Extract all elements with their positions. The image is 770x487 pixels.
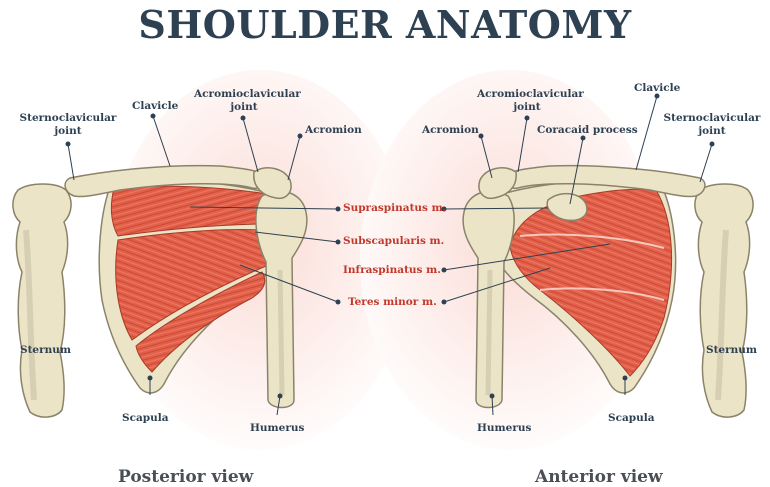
label-anterior-acromioclavicular-joint: Acromioclavicular joint: [477, 88, 577, 114]
label-posterior-humerus: Humerus: [250, 422, 304, 435]
label-subscapularis: Subscapularis m.: [343, 235, 444, 248]
label-posterior-sternoclavicular-joint: Sternoclavicular joint: [18, 112, 118, 138]
label-anterior-sternoclavicular-joint: Sternoclavicular joint: [662, 112, 762, 138]
label-anterior-sternum: Sternum: [706, 344, 757, 357]
label-anterior-humerus: Humerus: [477, 422, 531, 435]
label-supraspinatus: Supraspinatus m.: [343, 202, 446, 215]
label-line: Sternoclavicular: [18, 112, 118, 125]
label-posterior-scapula: Scapula: [122, 412, 169, 425]
label-line: Acromioclavicular: [477, 88, 577, 101]
label-anterior-clavicle: Clavicle: [634, 82, 680, 95]
label-line: joint: [477, 101, 577, 114]
label-teres-minor: Teres minor m.: [348, 296, 437, 309]
label-line: joint: [18, 125, 118, 138]
posterior-view-label: Posterior view: [118, 467, 253, 487]
label-posterior-acromion: Acromion: [305, 124, 362, 137]
label-line: Acromioclavicular: [194, 88, 294, 101]
label-anterior-coracoid-process: Coracaid process: [537, 124, 638, 137]
label-posterior-clavicle: Clavicle: [132, 100, 178, 113]
label-anterior-scapula: Scapula: [608, 412, 655, 425]
label-posterior-sternum: Sternum: [20, 344, 71, 357]
posterior-sternum: [13, 184, 71, 417]
label-infraspinatus: Infraspinatus m.: [343, 264, 441, 277]
anterior-view-label: Anterior view: [535, 467, 663, 487]
label-posterior-acromioclavicular-joint: Acromioclavicular joint: [194, 88, 294, 114]
label-anterior-acromion: Acromion: [422, 124, 479, 137]
label-line: joint: [662, 125, 762, 138]
label-line: joint: [194, 101, 294, 114]
label-line: Sternoclavicular: [662, 112, 762, 125]
